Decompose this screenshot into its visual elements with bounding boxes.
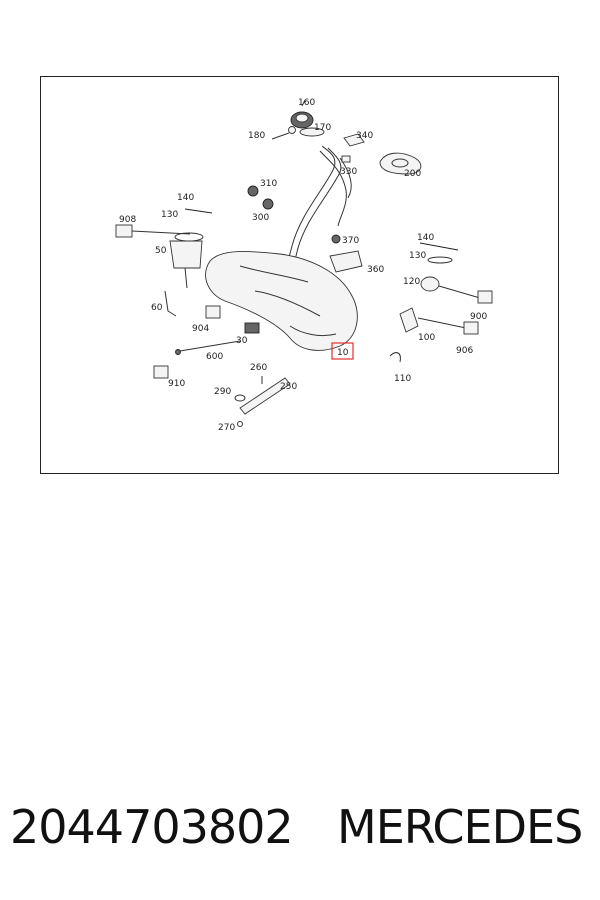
clip-330-part bbox=[341, 155, 351, 163]
callout-140-left: 140 bbox=[177, 193, 194, 203]
callout-260: 260 bbox=[250, 363, 267, 373]
access-cover-hole bbox=[391, 158, 409, 168]
callout-200: 200 bbox=[404, 169, 421, 179]
callout-270: 270 bbox=[218, 423, 235, 433]
seal-ring-140b-part bbox=[419, 242, 459, 251]
diagram-frame bbox=[40, 76, 559, 474]
callout-130-right: 130 bbox=[409, 251, 426, 261]
callout-910: 910 bbox=[168, 379, 185, 389]
brand-name: MERCEDES bbox=[337, 800, 583, 854]
sender-60-part bbox=[164, 290, 177, 317]
fuel-tank-exploded-diagram: 160 170 180 340 330 200 310 300 140 130 … bbox=[115, 98, 493, 433]
callout-160: 160 bbox=[298, 98, 315, 108]
hose-110-part bbox=[389, 352, 401, 363]
connector-910-part bbox=[153, 365, 169, 379]
fuel-tank-10-part bbox=[205, 250, 358, 351]
rod-600-part bbox=[179, 340, 241, 352]
heat-shield-360-part bbox=[329, 250, 363, 273]
callout-180: 180 bbox=[248, 131, 265, 141]
tank-ridge bbox=[289, 325, 337, 337]
footer: 2044703802 MERCEDES bbox=[0, 800, 600, 860]
callout-110: 110 bbox=[394, 374, 411, 384]
connector-908-wire bbox=[131, 230, 191, 235]
sensor-100-wire bbox=[417, 317, 467, 329]
filler-seal-part bbox=[299, 127, 325, 137]
callout-170: 170 bbox=[314, 123, 331, 133]
callout-10: 10 bbox=[337, 348, 349, 358]
tank-strap-2 bbox=[254, 290, 321, 317]
washer-300-part bbox=[262, 198, 274, 210]
strap-250-part bbox=[239, 377, 291, 415]
pump-wire bbox=[184, 267, 188, 289]
bracket-340-part bbox=[343, 133, 365, 147]
rod-600-end bbox=[175, 349, 181, 355]
callout-250: 250 bbox=[280, 382, 297, 392]
pump-120-part bbox=[420, 276, 440, 292]
callout-340: 340 bbox=[356, 131, 373, 141]
seal-ring-140a-part bbox=[184, 208, 213, 214]
callout-330: 330 bbox=[340, 167, 357, 177]
tether-line bbox=[271, 132, 290, 140]
callout-130-left: 130 bbox=[161, 210, 178, 220]
fuel-cap-inner bbox=[295, 113, 309, 123]
callout-900: 900 bbox=[470, 312, 487, 322]
filler-neck-tube-outer bbox=[293, 147, 342, 265]
vent-hose bbox=[319, 150, 347, 227]
callout-370: 370 bbox=[342, 236, 359, 246]
connector-900-part bbox=[477, 290, 493, 304]
callout-60: 60 bbox=[151, 303, 163, 313]
nut-310-part bbox=[247, 185, 259, 197]
sensor-100-part bbox=[399, 307, 419, 333]
callout-290: 290 bbox=[214, 387, 231, 397]
callout-140-right: 140 bbox=[417, 233, 434, 243]
screw-270-part bbox=[237, 421, 243, 427]
leader-line-160 bbox=[301, 99, 306, 107]
connector-908-part bbox=[115, 224, 133, 238]
valve-30-part bbox=[244, 322, 260, 334]
callout-30: 30 bbox=[236, 336, 248, 346]
washer-290-part bbox=[234, 394, 246, 402]
connector-906-part bbox=[463, 321, 479, 335]
fuel-pump-module-50-part bbox=[169, 240, 203, 269]
callout-906: 906 bbox=[456, 346, 473, 356]
callout-908: 908 bbox=[119, 215, 136, 225]
callout-904: 904 bbox=[192, 324, 209, 334]
callout-50: 50 bbox=[155, 246, 167, 256]
callout-120: 120 bbox=[403, 277, 420, 287]
seal-130b-part bbox=[427, 256, 453, 264]
filler-neck-tube bbox=[287, 145, 336, 262]
callout-310: 310 bbox=[260, 179, 277, 189]
callout-600: 600 bbox=[206, 352, 223, 362]
callout-300: 300 bbox=[252, 213, 269, 223]
callout-360: 360 bbox=[367, 265, 384, 275]
connector-904-part bbox=[205, 305, 221, 319]
highlight-box-10 bbox=[331, 342, 354, 360]
callout-100: 100 bbox=[418, 333, 435, 343]
access-cover-200-part bbox=[379, 152, 422, 175]
plug-370-part bbox=[331, 234, 341, 244]
clip-part bbox=[288, 126, 296, 134]
part-number: 2044703802 bbox=[10, 800, 294, 854]
tank-strap bbox=[239, 265, 309, 283]
pump-120-wire bbox=[438, 285, 481, 299]
